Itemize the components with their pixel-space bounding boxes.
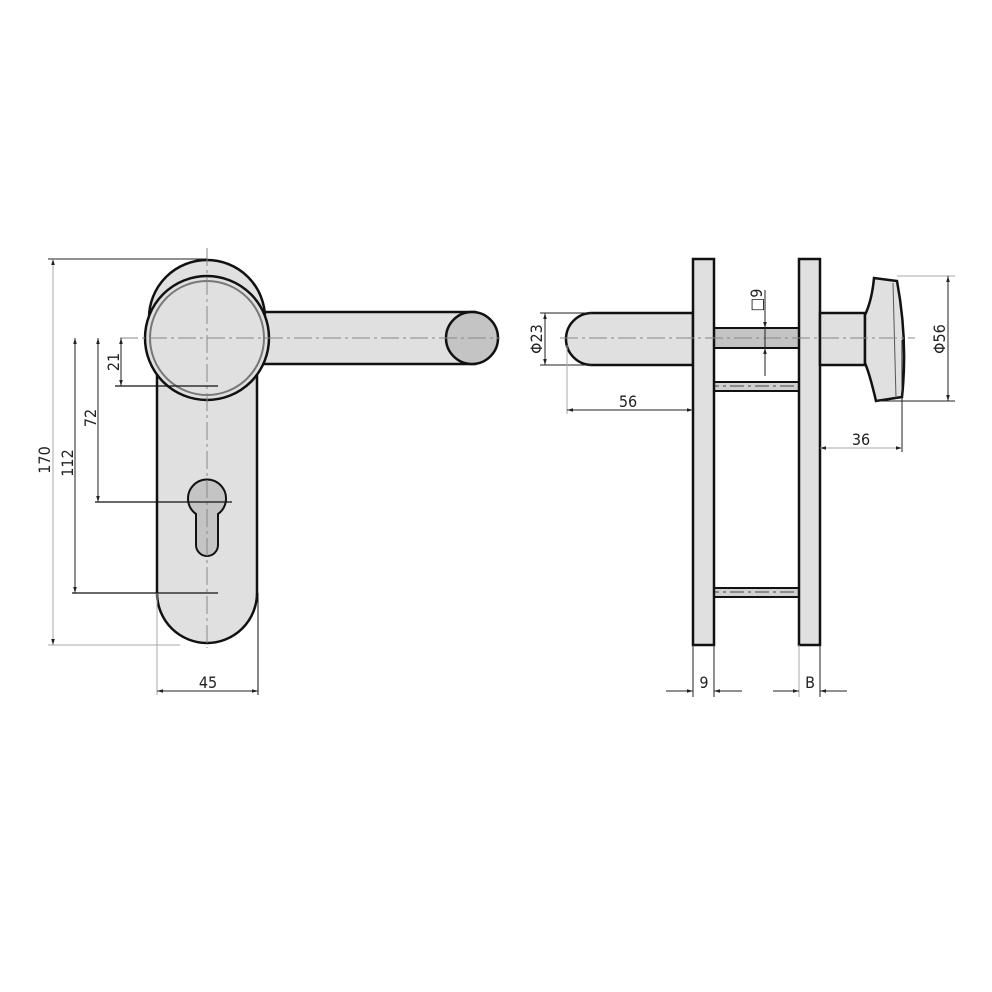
dim-lever-diameter: Φ23 xyxy=(527,324,546,354)
knob-head xyxy=(863,276,906,403)
dim-plate-width: 45 xyxy=(199,673,217,692)
dim-door-thickness: B xyxy=(805,673,815,692)
dim-overall-height: 170 xyxy=(35,446,54,473)
dim-knob-projection: 36 xyxy=(852,430,870,449)
plate-inner xyxy=(797,257,822,647)
side-lever xyxy=(564,311,695,367)
dim-handle-to-cylinder: 72 xyxy=(81,409,100,427)
dim-lever-projection: 56 xyxy=(619,392,637,411)
knob-neck xyxy=(818,311,867,367)
side-view: Φ23 56 □9 Φ56 36 9 B xyxy=(527,257,955,697)
dim-knob-diameter: Φ56 xyxy=(930,324,949,354)
plate-outer xyxy=(691,257,716,647)
dim-spindle-square: □9 xyxy=(747,289,766,312)
dim-rose-offset: 21 xyxy=(104,353,123,371)
dim-handle-to-bottom: 112 xyxy=(58,449,77,476)
dim-plate-thickness: 9 xyxy=(699,673,708,692)
front-view: 170 112 72 21 45 xyxy=(35,248,500,695)
